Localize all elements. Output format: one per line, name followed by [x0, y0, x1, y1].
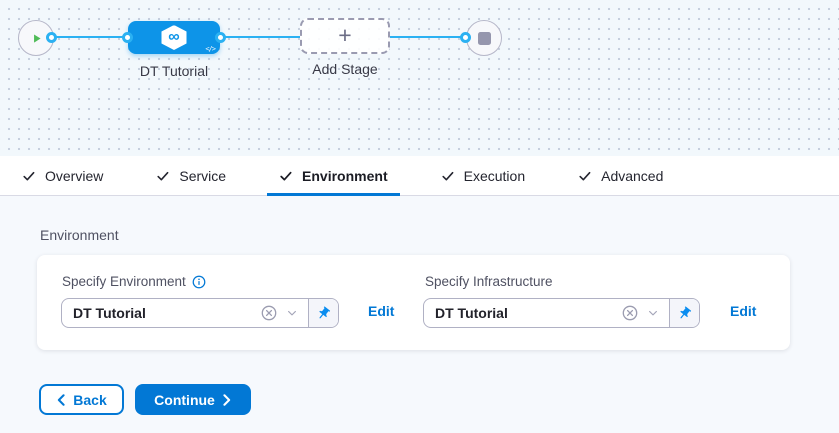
environment-select-value[interactable]: DT Tutorial [62, 299, 261, 327]
continue-button[interactable]: Continue [135, 384, 251, 415]
tab-environment[interactable]: Environment [267, 156, 400, 195]
tab-advanced[interactable]: Advanced [566, 156, 675, 195]
tab-label: Environment [302, 168, 388, 184]
connector-dot[interactable] [122, 32, 133, 43]
chevron-left-icon [56, 394, 66, 406]
clear-icon[interactable] [622, 305, 638, 321]
check-icon [156, 169, 170, 183]
chevron-right-icon [222, 394, 232, 406]
harness-stage-icon: ∞ [162, 25, 187, 50]
tab-service[interactable]: Service [144, 156, 238, 195]
clear-icon[interactable] [261, 305, 277, 321]
environment-select[interactable]: DT Tutorial [61, 298, 339, 328]
tab-execution[interactable]: Execution [429, 156, 537, 195]
connector-dot[interactable] [46, 32, 57, 43]
pin-button[interactable] [308, 299, 338, 327]
environment-tab-content: Environment Specify Environment DT Tutor… [0, 196, 839, 433]
pin-icon [316, 306, 331, 321]
pin-button[interactable] [669, 299, 699, 327]
tab-label: Execution [464, 168, 525, 184]
back-button[interactable]: Back [39, 384, 124, 415]
add-stage-label: Add Stage [285, 61, 405, 77]
code-icon: </> [205, 45, 215, 53]
connector-dot[interactable] [215, 32, 226, 43]
pipeline-end-node[interactable] [466, 20, 502, 56]
edit-environment-link[interactable]: Edit [368, 303, 394, 319]
connector-dot[interactable] [460, 32, 471, 43]
pipeline-canvas[interactable]: ∞ </> DT Tutorial + Add Stage [0, 0, 839, 156]
info-icon[interactable] [192, 275, 206, 289]
tab-label: Overview [45, 168, 103, 184]
add-stage-button[interactable]: + [300, 18, 390, 54]
check-icon [441, 169, 455, 183]
check-icon [578, 169, 592, 183]
section-heading: Environment [40, 227, 119, 243]
environment-card: Specify Environment DT Tutorial [37, 255, 790, 350]
stop-icon [478, 32, 491, 45]
chevron-down-icon[interactable] [286, 307, 298, 319]
stage-node-dt-tutorial[interactable]: ∞ </> [128, 21, 220, 54]
infinity-glyph: ∞ [168, 29, 179, 45]
tab-label: Service [179, 168, 226, 184]
edit-infrastructure-link[interactable]: Edit [730, 303, 756, 319]
stage-node-label: DT Tutorial [114, 63, 234, 79]
specify-infrastructure-label: Specify Infrastructure [425, 274, 553, 289]
tab-overview[interactable]: Overview [10, 156, 115, 195]
tab-label: Advanced [601, 168, 663, 184]
specify-environment-label: Specify Environment [62, 274, 206, 289]
check-icon [279, 169, 293, 183]
stage-tabs: Overview Service Environment Execution A… [0, 156, 839, 196]
pipeline-edge [390, 36, 462, 38]
pipeline-edge [220, 36, 300, 38]
check-icon [22, 169, 36, 183]
back-button-label: Back [73, 392, 106, 408]
chevron-down-icon[interactable] [647, 307, 659, 319]
pin-icon [677, 306, 692, 321]
play-icon [30, 32, 43, 45]
pipeline-edge [52, 36, 128, 38]
infrastructure-select[interactable]: DT Tutorial [423, 298, 700, 328]
plus-icon: + [338, 24, 351, 47]
infrastructure-select-value[interactable]: DT Tutorial [424, 299, 622, 327]
continue-button-label: Continue [154, 392, 215, 408]
